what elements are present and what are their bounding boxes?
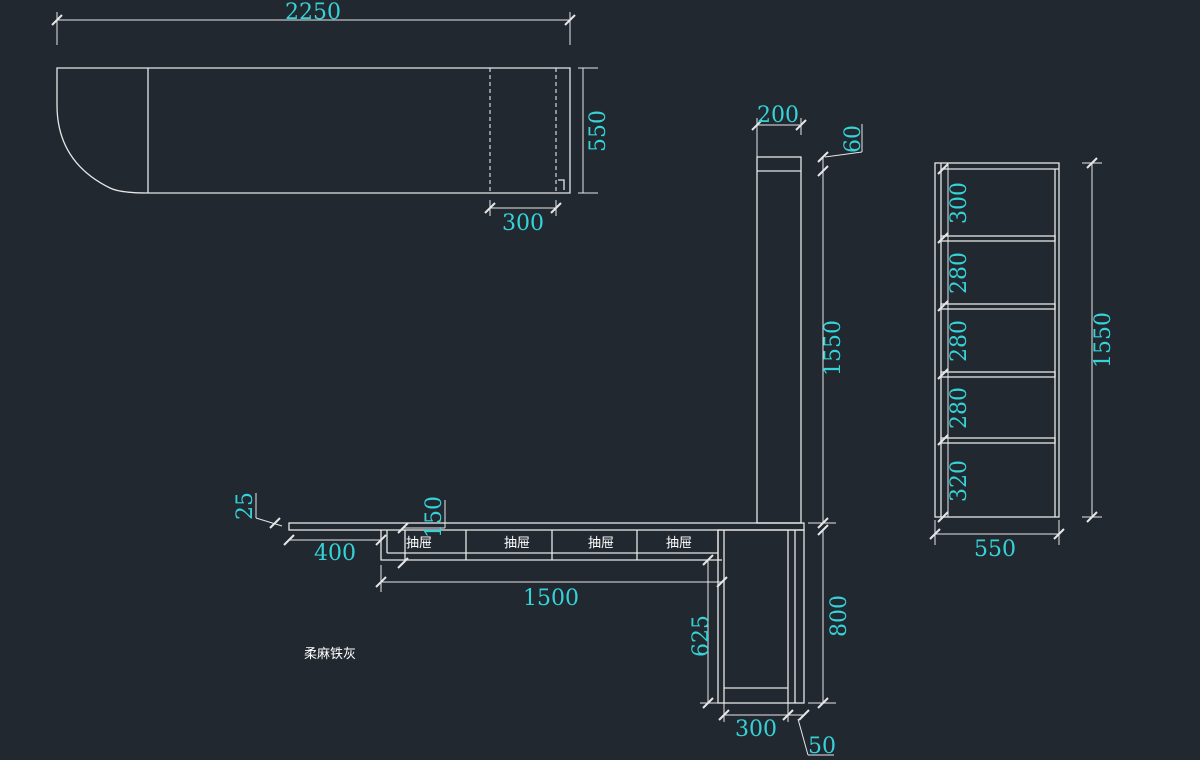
dim-cabinet-height: 625 <box>689 615 714 657</box>
dim-tick <box>564 14 576 26</box>
dim-column-width: 200 <box>757 103 799 128</box>
dim-tick <box>937 368 949 380</box>
dim-tick <box>1053 528 1065 540</box>
dim-tick <box>702 554 714 566</box>
front-view: 抽屉 抽屉 抽屉 抽屉 柔麻铁灰 200 60 1550 <box>233 103 866 759</box>
dim-drawer-height: 150 <box>422 496 447 538</box>
dim-tick <box>375 576 387 588</box>
side-view: 300 280 280 280 320 1550 550 <box>929 157 1116 562</box>
dim-tick <box>397 522 409 534</box>
shelf-frame <box>934 162 1060 518</box>
dim-leader <box>824 151 863 158</box>
dim-total-width: 2250 <box>285 0 341 25</box>
dim-shelf-spacing: 280 <box>947 387 972 429</box>
dim-base: 50 <box>808 734 836 759</box>
dim-tick <box>269 517 281 529</box>
dim-tick <box>397 557 409 569</box>
dim-tick <box>702 697 714 709</box>
dim-side-width: 550 <box>974 537 1016 562</box>
dim-desk-thickness: 25 <box>233 492 258 520</box>
dim-leader <box>797 718 809 756</box>
material-label: 柔麻铁灰 <box>304 647 356 662</box>
dim-tick <box>937 434 949 446</box>
dim-shelf-spacing: 320 <box>947 460 972 502</box>
dim-tick <box>798 709 810 721</box>
dim-tick <box>817 517 829 529</box>
dim-column-height: 1550 <box>821 320 846 376</box>
dim-tick <box>751 119 763 131</box>
dim-side-height: 1550 <box>1091 312 1116 368</box>
drawer-label: 抽屉 <box>504 536 530 551</box>
desk-top <box>288 522 805 531</box>
dim-tick <box>716 576 728 588</box>
dim-end-section: 300 <box>502 211 544 236</box>
dim-drawer-run: 1500 <box>523 586 579 611</box>
dim-tick <box>51 14 63 26</box>
dim-desk-height: 800 <box>827 595 852 637</box>
shelf-board <box>940 303 1056 310</box>
dim-column-top: 60 <box>841 125 866 153</box>
dim-tick <box>375 534 387 546</box>
dim-tick <box>937 232 949 244</box>
dim-tick <box>937 511 949 523</box>
dim-tick <box>937 300 949 312</box>
drawer-label: 抽屉 <box>666 536 692 551</box>
shelf-board <box>940 235 1056 242</box>
dim-tick <box>795 119 807 131</box>
dim-leader <box>255 517 283 527</box>
dim-shelf-spacing: 300 <box>947 182 972 224</box>
cabinet <box>717 529 805 704</box>
dim-tick <box>1086 511 1098 523</box>
dim-cabinet-width: 300 <box>735 717 777 742</box>
dim-tick <box>817 697 829 709</box>
dim-tick <box>937 163 949 175</box>
dim-tick <box>283 534 295 546</box>
dim-depth: 550 <box>586 110 611 152</box>
top-view-outline <box>56 67 571 194</box>
dim-tick <box>929 528 941 540</box>
drawer-label: 抽屉 <box>406 536 432 551</box>
drawer-label: 抽屉 <box>588 536 614 551</box>
dim-tick <box>484 202 496 214</box>
shelf-board <box>940 437 1056 444</box>
dim-tick <box>550 202 562 214</box>
dim-shelf-spacing: 280 <box>947 320 972 362</box>
shelf-board <box>940 371 1056 378</box>
dim-tick <box>1086 157 1098 169</box>
column <box>756 156 802 524</box>
top-view-corner-detail <box>558 179 565 190</box>
dim-tick <box>718 709 730 721</box>
dim-tick <box>817 524 829 536</box>
dim-desk-left: 400 <box>314 541 356 566</box>
dim-shelf-spacing: 280 <box>947 252 972 294</box>
top-view: 2250 550 300 <box>51 0 611 236</box>
